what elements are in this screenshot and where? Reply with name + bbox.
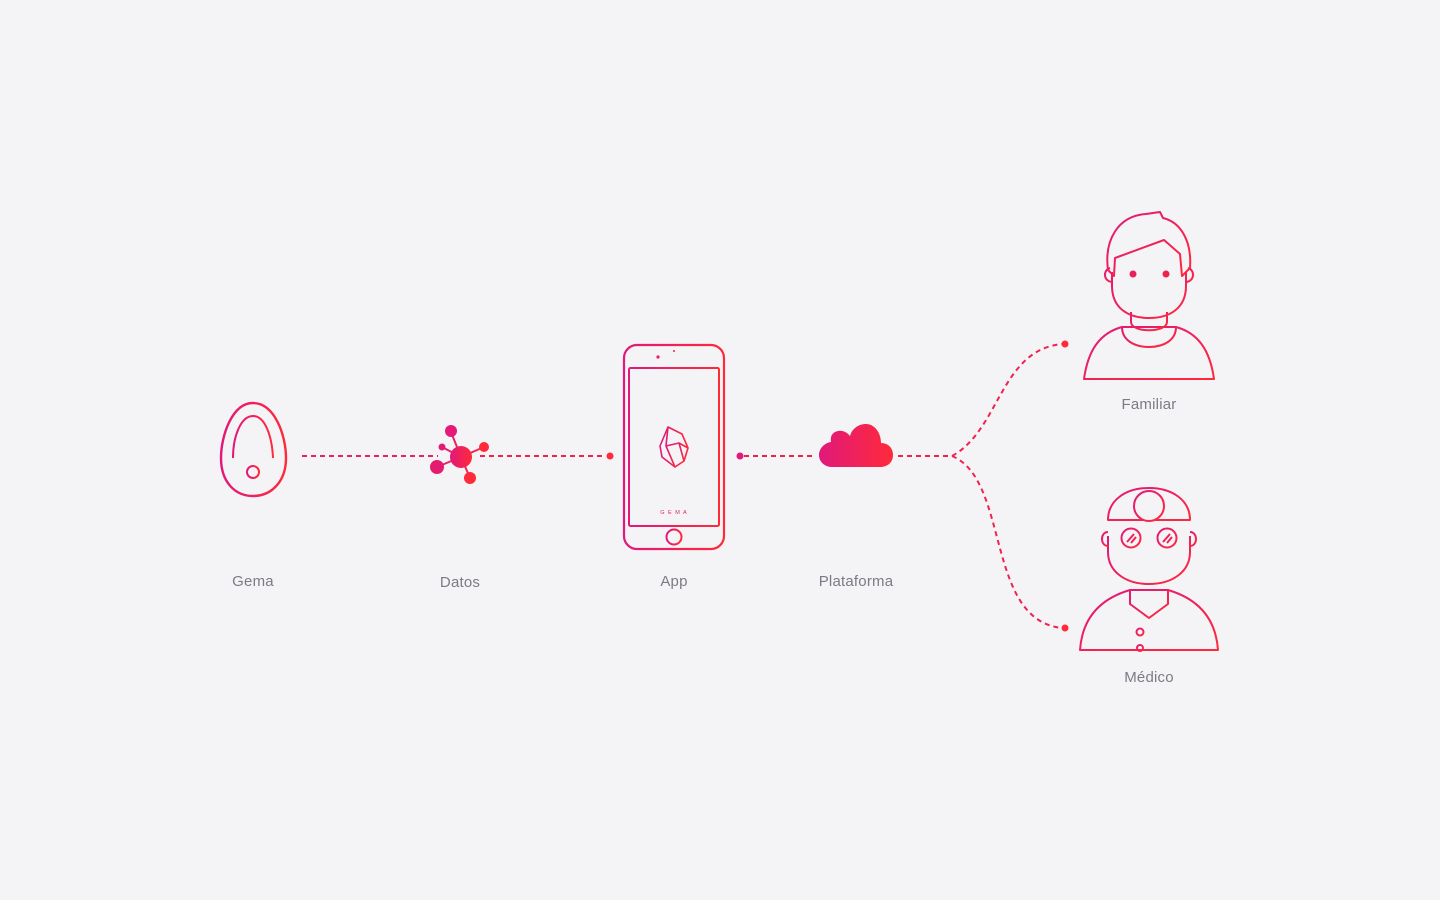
connector-to-familiar [951, 340, 1069, 457]
app-label: App [660, 573, 688, 590]
plataforma-cloud-icon [819, 424, 893, 467]
medico-label: Médico [1124, 669, 1174, 686]
datos-label: Datos [439, 574, 481, 591]
app-screen-brand: G E M A [660, 510, 687, 516]
gema-label: Gema [232, 573, 274, 590]
gema-device-icon [219, 401, 288, 498]
connector-datos-app [480, 452, 614, 460]
datos-molecule-icon [430, 425, 489, 484]
familiar-label: Familiar [1121, 396, 1177, 413]
medico-person-icon [1079, 487, 1219, 652]
connector-to-medico [951, 455, 1069, 632]
familiar-person-icon [1083, 211, 1215, 380]
plataforma-label: Plataforma [818, 573, 894, 590]
app-gem-logo-icon [659, 426, 689, 468]
connector-app-plataforma [736, 452, 816, 460]
app-phone-icon [622, 343, 726, 551]
